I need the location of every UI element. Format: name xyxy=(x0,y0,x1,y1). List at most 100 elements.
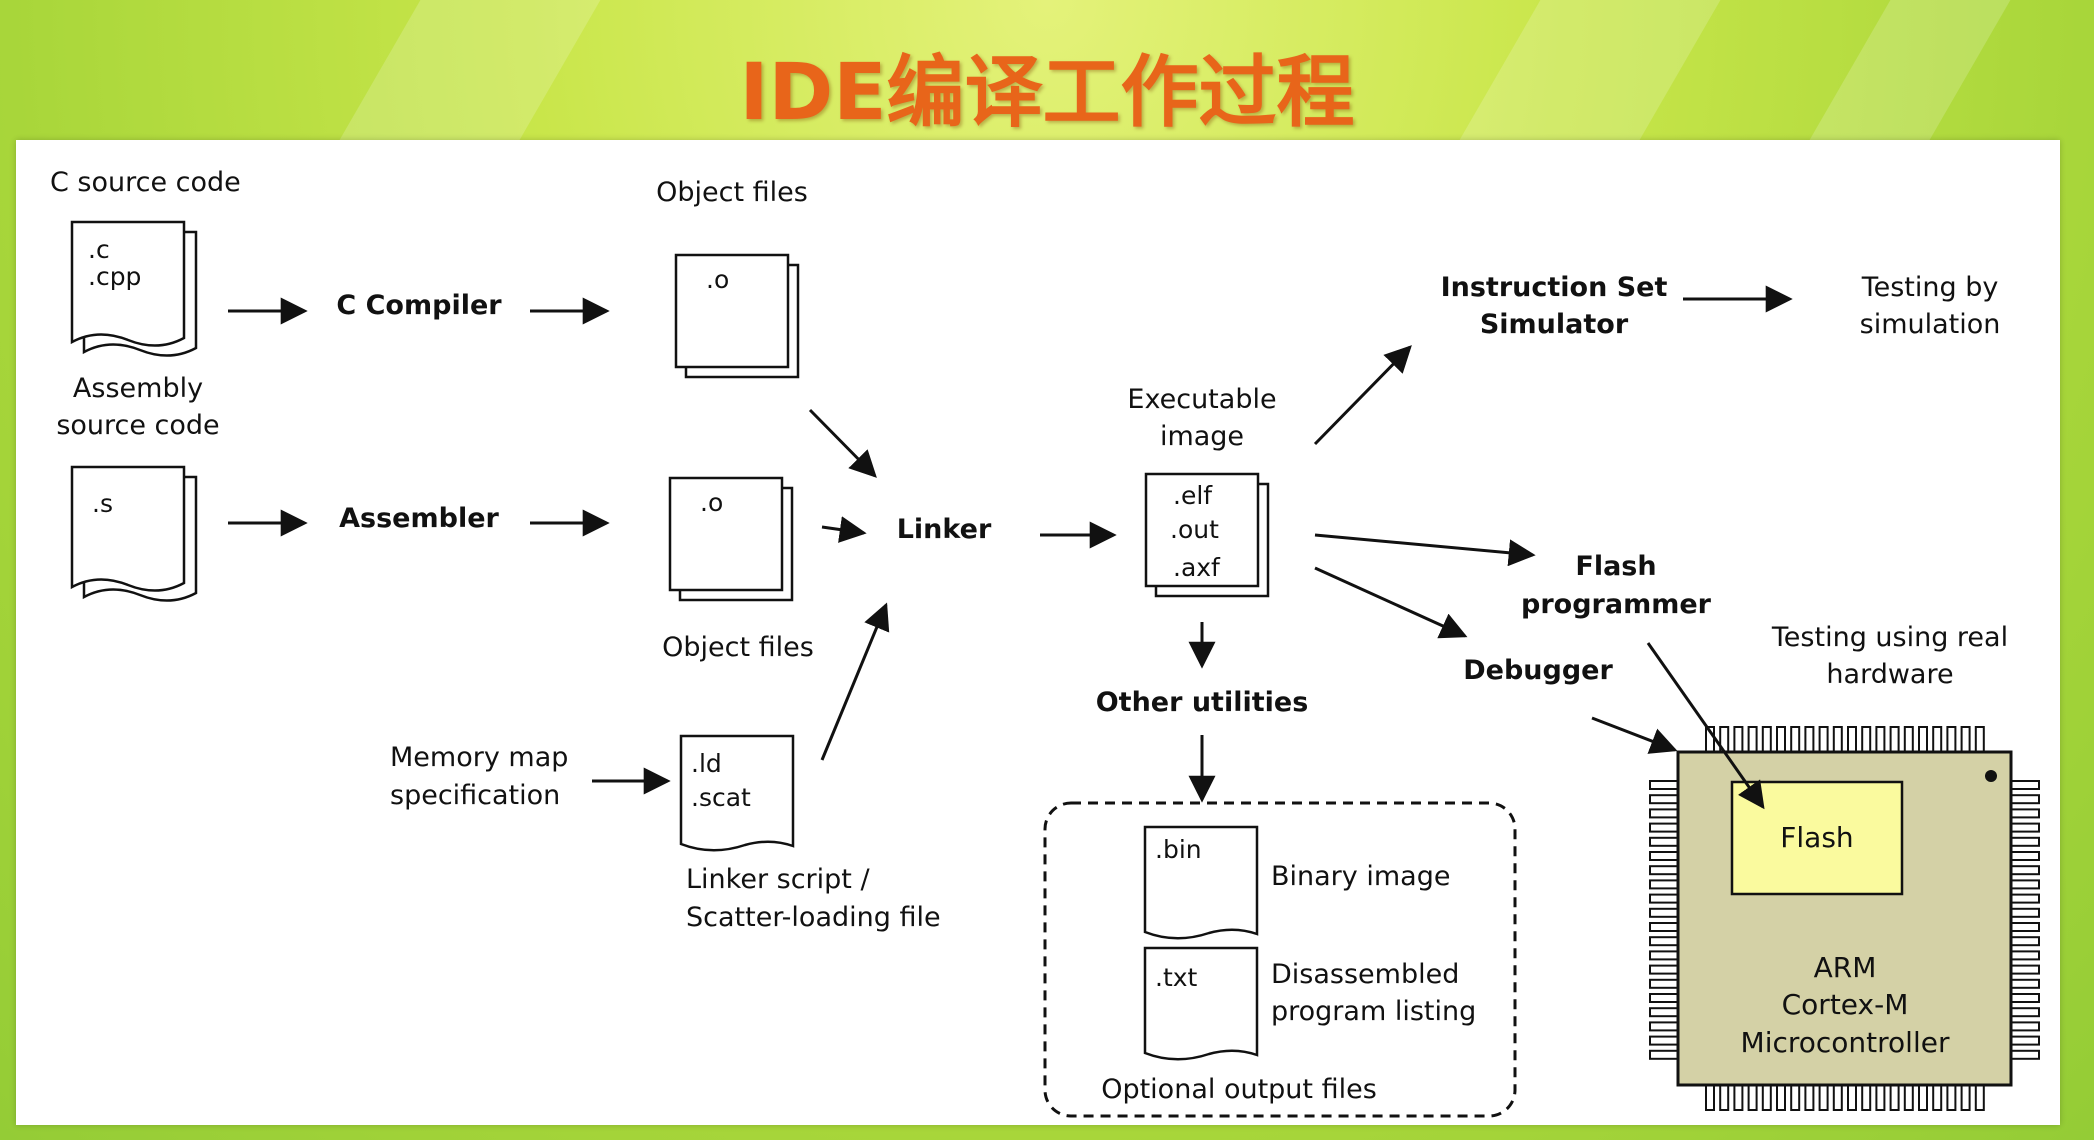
chip-pin xyxy=(1649,780,1679,790)
chip-pin xyxy=(1875,726,1886,753)
arrow-flash-programmer-to-flash xyxy=(1646,642,1765,810)
testing-sim-label-1: Testing by xyxy=(1861,272,1999,303)
arrow-obj-bottom-to-linker xyxy=(821,516,867,543)
chip-pin xyxy=(1847,1084,1857,1111)
chip-pin xyxy=(2010,964,2040,975)
arrow-exec-to-flash-programmer xyxy=(1314,533,1536,567)
memory-map-label-1: Memory map xyxy=(390,742,568,773)
c-compiler-label: C Compiler xyxy=(336,290,502,321)
chip-pin xyxy=(1903,726,1914,753)
slide-title: IDE编译工作过程 xyxy=(739,48,1355,138)
chip-pin xyxy=(1889,1084,1900,1111)
chip-pin xyxy=(1649,964,1679,975)
txt-document-icon xyxy=(1143,946,1259,1061)
chip-pin xyxy=(2010,1021,2040,1032)
chip-pin xyxy=(2010,879,2040,890)
disassembled-label-1: Disassembled xyxy=(1271,959,1459,990)
bin-document-icon xyxy=(1143,825,1259,940)
c-source-label: C source code xyxy=(50,167,241,198)
chip-pin xyxy=(1649,950,1679,961)
chip-pin xyxy=(1649,1035,1679,1046)
chip-pin xyxy=(1705,1084,1715,1111)
disassembled-label-2: program listing xyxy=(1271,996,1476,1027)
chip-pin xyxy=(1649,893,1679,904)
chip-pin xyxy=(1649,794,1679,805)
axf-ext: .axf xyxy=(1173,553,1221,582)
chip-pin xyxy=(1861,726,1872,753)
arrow-exec-to-simulator xyxy=(1313,345,1412,446)
mcu-label-3: Microcontroller xyxy=(1741,1026,1950,1059)
chip-pin xyxy=(2010,780,2040,790)
chip-pin xyxy=(1932,726,1943,753)
c-source-document-icon xyxy=(70,220,198,357)
chip-pin xyxy=(1790,1084,1801,1111)
object-file-bottom-icon xyxy=(668,476,794,602)
chip-pin xyxy=(1889,726,1900,753)
optional-output-box xyxy=(1043,801,1517,1118)
chip-pin xyxy=(1649,936,1679,947)
chip-pin xyxy=(2010,1007,2040,1018)
chip-pin xyxy=(1847,726,1857,753)
object-file-top-icon xyxy=(674,253,800,379)
arrow-obj-top-to-linker xyxy=(808,408,877,478)
assembler-label: Assembler xyxy=(339,503,499,534)
flash-programmer-label-2: programmer xyxy=(1521,589,1712,620)
chip-pin xyxy=(1790,726,1801,753)
chip-pin xyxy=(1875,1084,1886,1111)
chip-pin xyxy=(1932,1084,1943,1111)
chip-pin xyxy=(1649,865,1679,876)
microcontroller-chip-icon xyxy=(1649,726,2040,1111)
chip-pin xyxy=(2010,907,2040,918)
s-ext-label: .s xyxy=(92,489,113,518)
chip-pin xyxy=(1832,726,1843,753)
chip-pin xyxy=(1649,1049,1679,1060)
chip-pin xyxy=(2010,1035,2040,1046)
other-utilities-label: Other utilities xyxy=(1096,687,1309,718)
chip-pin xyxy=(1649,993,1679,1003)
ld-ext-label: .ld xyxy=(691,749,722,778)
chip-pin xyxy=(2010,978,2040,989)
linker-script-label-2: Scatter-loading file xyxy=(686,902,941,933)
exec-image-label-1: Executable xyxy=(1127,384,1276,415)
iss-label-2: Simulator xyxy=(1480,309,1629,340)
chip-pin xyxy=(2010,1049,2040,1060)
asm-source-label-1: Assembly xyxy=(73,373,203,404)
chip-pin xyxy=(2010,836,2040,847)
linker-script-label-1: Linker script / xyxy=(686,864,870,895)
chip-pin xyxy=(1804,726,1815,753)
chip-pin xyxy=(2010,822,2040,833)
arrow-debugger-to-mcu xyxy=(1591,716,1678,754)
chip-pin xyxy=(1649,1007,1679,1018)
chip-pin xyxy=(1649,836,1679,847)
chip-pin xyxy=(1733,726,1744,753)
chip-pin xyxy=(1974,726,1985,753)
chip-pin xyxy=(2010,950,2040,961)
object-files-top-label: Object files xyxy=(656,177,808,208)
asm-source-document-icon xyxy=(70,465,198,602)
chip-pin xyxy=(2010,893,2040,904)
elf-ext: .elf xyxy=(1173,481,1213,510)
debugger-label: Debugger xyxy=(1463,655,1613,686)
iss-label-1: Instruction Set xyxy=(1441,272,1668,303)
object-files-bottom-label: Object files xyxy=(662,632,814,663)
chip-pin xyxy=(2010,851,2040,861)
chip-pin xyxy=(1733,1084,1744,1111)
chip-pin xyxy=(1832,1084,1843,1111)
txt-ext: .txt xyxy=(1155,963,1198,992)
chip-pin xyxy=(1649,822,1679,833)
chip-pin xyxy=(1761,726,1772,753)
chip-pin xyxy=(1818,726,1829,753)
chip-pin xyxy=(2010,808,2040,819)
chip-pin xyxy=(1946,1084,1957,1111)
chip-pin xyxy=(1649,978,1679,989)
chip-pin xyxy=(1960,1084,1971,1111)
mcu-label-2: Cortex-M xyxy=(1782,988,1909,1021)
binary-image-label: Binary image xyxy=(1271,861,1450,892)
chip-pin xyxy=(2010,993,2040,1003)
testing-hw-label-2: hardware xyxy=(1826,659,1953,690)
chip-pin xyxy=(1974,1084,1985,1111)
out-ext: .out xyxy=(1170,515,1219,544)
testing-sim-label-2: simulation xyxy=(1860,309,2001,340)
chip-pin xyxy=(1776,726,1786,753)
